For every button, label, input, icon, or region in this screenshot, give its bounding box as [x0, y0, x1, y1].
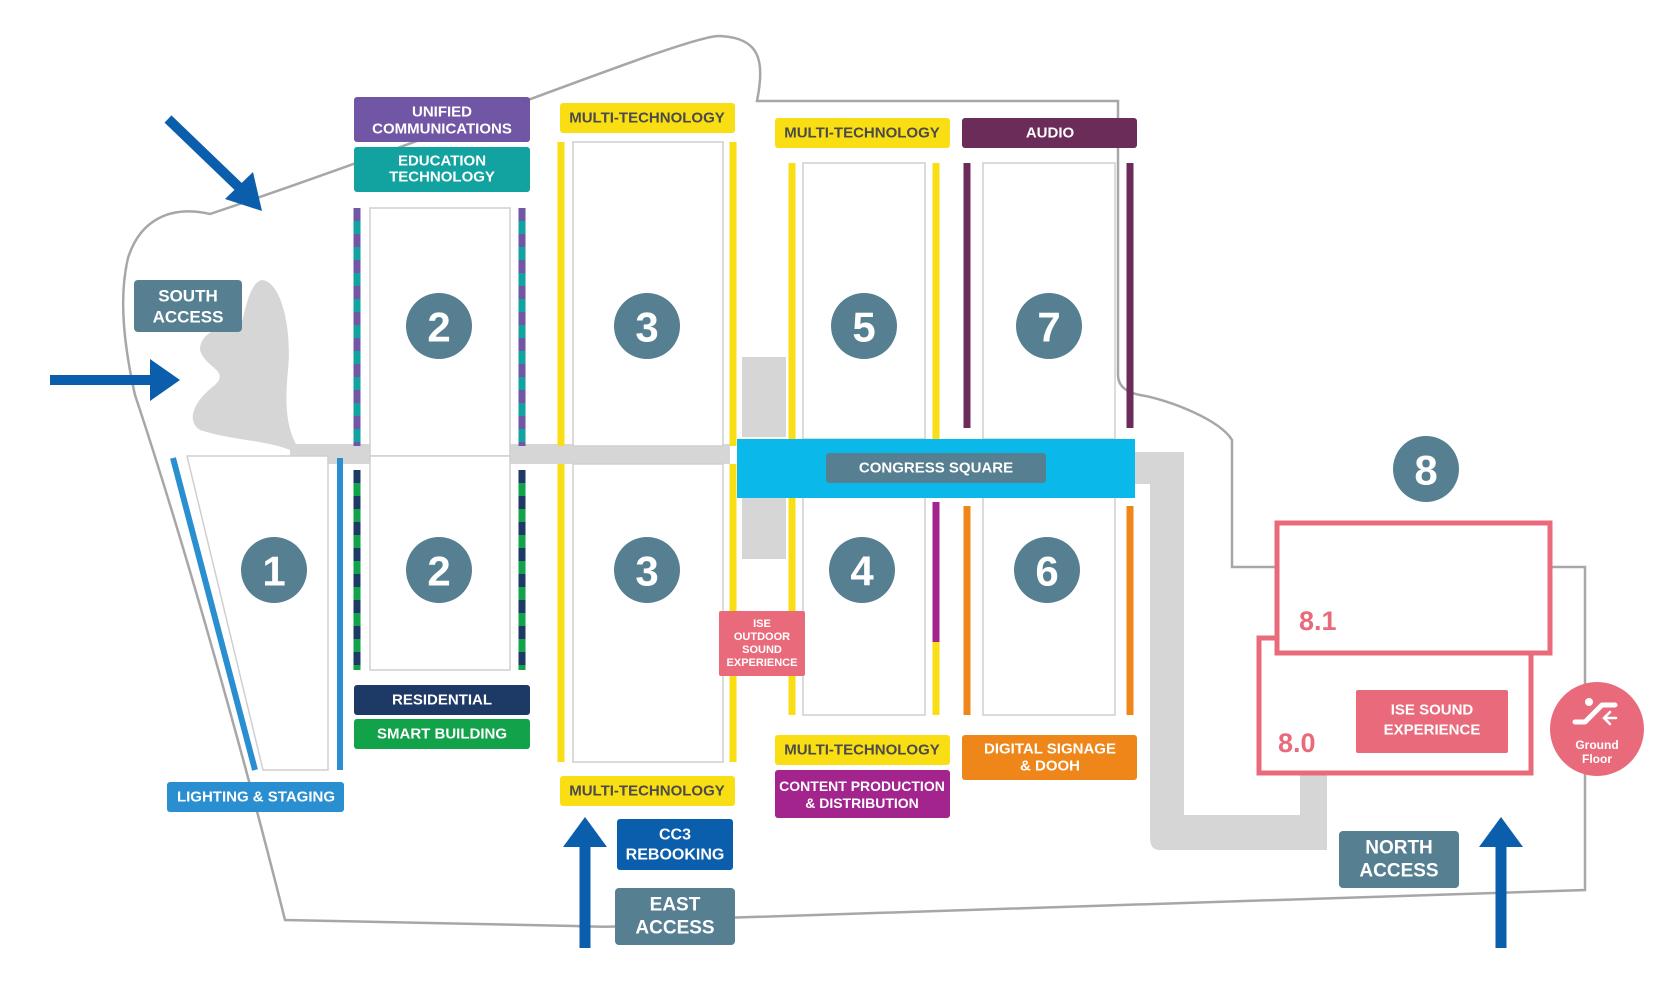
- connector-upper: [742, 357, 786, 437]
- multi-tech-h3-bottom-label: MULTI-TECHNOLOGY: [569, 783, 725, 800]
- escalator-icon: [1572, 698, 1618, 726]
- svg-text:3: 3: [635, 548, 658, 595]
- digital-signage-line-1: DIGITAL SIGNAGE: [984, 741, 1116, 758]
- ise-outdoor-line-2: OUTDOOR: [734, 631, 790, 643]
- multi-tech-h3-top-label: MULTI-TECHNOLOGY: [569, 110, 725, 127]
- hall-1-marker[interactable]: 1: [241, 537, 307, 603]
- svg-text:8: 8: [1414, 447, 1437, 494]
- hall-2-lower-marker[interactable]: 2: [406, 537, 472, 603]
- multi-tech-h5-label: MULTI-TECHNOLOGY: [784, 125, 940, 142]
- ise-sound-line-1: ISE SOUND: [1391, 702, 1474, 719]
- residential-label: RESIDENTIAL: [392, 692, 492, 709]
- unified-communications-line-2: COMMUNICATIONS: [372, 121, 512, 138]
- south-diagonal-arrow-icon: [164, 115, 262, 211]
- venue-outline: [121, 34, 1587, 928]
- lighting-staging-tag[interactable]: [167, 782, 344, 812]
- hall-3-lower-outline: [572, 463, 724, 763]
- cc3-rebooking-tag[interactable]: [617, 819, 733, 870]
- ise-sound-experience-box[interactable]: [1356, 690, 1508, 753]
- hall-3-lower-marker[interactable]: 3: [614, 537, 680, 603]
- ise-outdoor-box[interactable]: [719, 611, 805, 676]
- education-technology-line-1: EDUCATION: [398, 153, 486, 170]
- ise-outdoor-line-4: EXPERIENCE: [727, 657, 798, 669]
- hall-3-upper-marker[interactable]: 3: [614, 293, 680, 359]
- svg-text:6: 6: [1035, 548, 1058, 595]
- unified-communications-tag[interactable]: [354, 97, 530, 142]
- hall-4-outline: [802, 496, 926, 716]
- hall-7-marker[interactable]: 7: [1016, 293, 1082, 359]
- education-technology-line-2: TECHNOLOGY: [389, 169, 495, 186]
- south-access-line-2: ACCESS: [153, 308, 224, 327]
- svg-text:5: 5: [852, 304, 875, 351]
- multi-tech-h3-bottom-tag[interactable]: [560, 776, 735, 806]
- connector-lower: [742, 497, 786, 559]
- north-arrow-icon: [1479, 817, 1523, 948]
- hall-2-lower-outline: [369, 455, 511, 671]
- unified-communications-line-1: UNIFIED: [412, 104, 472, 121]
- svg-text:3: 3: [635, 304, 658, 351]
- east-access-line-1: EAST: [650, 895, 701, 916]
- hall-5-marker[interactable]: 5: [831, 293, 897, 359]
- south-access-line-1: SOUTH: [158, 287, 218, 306]
- digital-signage-line-2: & DOOH: [1020, 758, 1080, 775]
- north-corridor: [1120, 452, 1327, 850]
- cc3-rebooking-line-1: CC3: [659, 827, 691, 844]
- hall-4-marker[interactable]: 4: [829, 537, 895, 603]
- education-technology-tag[interactable]: [354, 147, 530, 192]
- east-arrow-icon: [563, 817, 607, 948]
- audio-tag[interactable]: [962, 118, 1137, 148]
- multi-tech-h4-tag[interactable]: [775, 735, 950, 765]
- east-access-line-2: ACCESS: [635, 918, 714, 939]
- ground-floor-line-2: Floor: [1582, 752, 1612, 766]
- congress-square-label[interactable]: CONGRESS SQUARE: [859, 460, 1013, 477]
- south-plaza: [192, 280, 300, 450]
- multi-tech-h5-tag[interactable]: [775, 118, 950, 148]
- hall-8-marker[interactable]: 8: [1393, 436, 1459, 502]
- smart-building-tag[interactable]: [354, 719, 530, 749]
- cc3-rebooking-line-2: REBOOKING: [626, 847, 725, 864]
- multi-tech-h4-label: MULTI-TECHNOLOGY: [784, 742, 940, 759]
- svg-text:2: 2: [427, 304, 450, 351]
- lighting-staging-label: LIGHTING & STAGING: [177, 789, 335, 806]
- audio-label: AUDIO: [1026, 125, 1075, 142]
- svg-text:2: 2: [427, 548, 450, 595]
- ise-outdoor-line-1: ISE: [753, 618, 771, 630]
- hall-8-1-frame[interactable]: [1274, 520, 1553, 656]
- south-horizontal-arrow-icon: [50, 359, 180, 401]
- lighting-stripe-left: [170, 457, 258, 771]
- svg-text:1: 1: [262, 548, 285, 595]
- ise-outdoor-line-3: SOUND: [742, 644, 782, 656]
- residential-tag[interactable]: [354, 685, 530, 715]
- digital-signage-tag[interactable]: [962, 735, 1137, 780]
- smart-building-label: SMART BUILDING: [377, 726, 507, 743]
- hall-1-outline: [186, 455, 329, 771]
- content-production-line-1: CONTENT PRODUCTION: [779, 778, 945, 794]
- hall-8-0-label: 8.0: [1278, 728, 1316, 758]
- hall-6-outline: [982, 496, 1116, 716]
- ground-floor-badge[interactable]: [1550, 682, 1644, 776]
- hall-6-marker[interactable]: 6: [1014, 537, 1080, 603]
- congress-square-label-bg: [826, 453, 1046, 483]
- content-production-tag[interactable]: [775, 770, 950, 818]
- hall-2-upper-marker[interactable]: 2: [406, 293, 472, 359]
- multi-tech-h3-top-tag[interactable]: [560, 103, 735, 133]
- content-production-line-2: & DISTRIBUTION: [805, 795, 919, 811]
- north-access-line-2: ACCESS: [1359, 861, 1438, 882]
- east-access-tag[interactable]: [615, 888, 735, 945]
- north-access-tag[interactable]: [1339, 831, 1459, 888]
- south-access-tag[interactable]: [134, 280, 242, 332]
- svg-text:4: 4: [850, 548, 874, 595]
- hall-8-1-label: 8.1: [1299, 606, 1337, 636]
- ground-floor-line-1: Ground: [1575, 738, 1618, 752]
- ise-sound-line-2: EXPERIENCE: [1384, 722, 1481, 739]
- svg-text:7: 7: [1037, 304, 1060, 351]
- north-access-line-1: NORTH: [1365, 838, 1433, 859]
